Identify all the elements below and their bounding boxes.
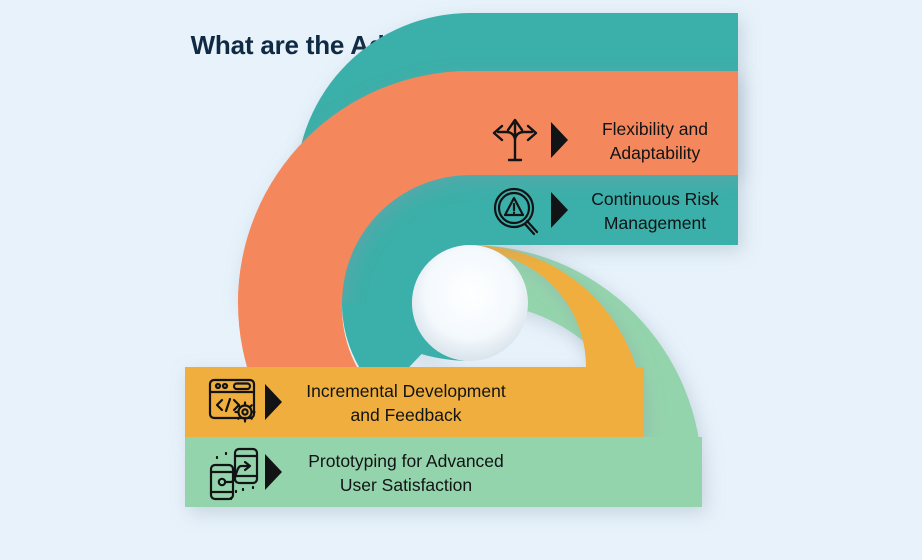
three-way-arrow-icon: [492, 118, 538, 162]
spiral-lower-cover: [185, 367, 702, 507]
band-arrow-prototyping: [265, 454, 282, 490]
band-arrow-incremental: [265, 384, 282, 420]
band-label-flexibility: Flexibility and Adaptability: [601, 119, 709, 164]
band-arrow-flexibility: [551, 122, 568, 158]
band-label-incremental: Incremental Development and Feedback: [306, 381, 506, 426]
risk-magnifier-icon: [493, 187, 539, 236]
spiral-center-hole: [412, 245, 528, 361]
band-arrow-risk: [551, 192, 568, 228]
band-label-risk: Continuous Risk Management: [591, 189, 719, 234]
code-window-gear-icon: [208, 378, 256, 423]
mobile-prototype-icon: [209, 447, 259, 501]
band-label-prototyping: Prototyping for Advanced User Satisfacti…: [308, 451, 504, 496]
